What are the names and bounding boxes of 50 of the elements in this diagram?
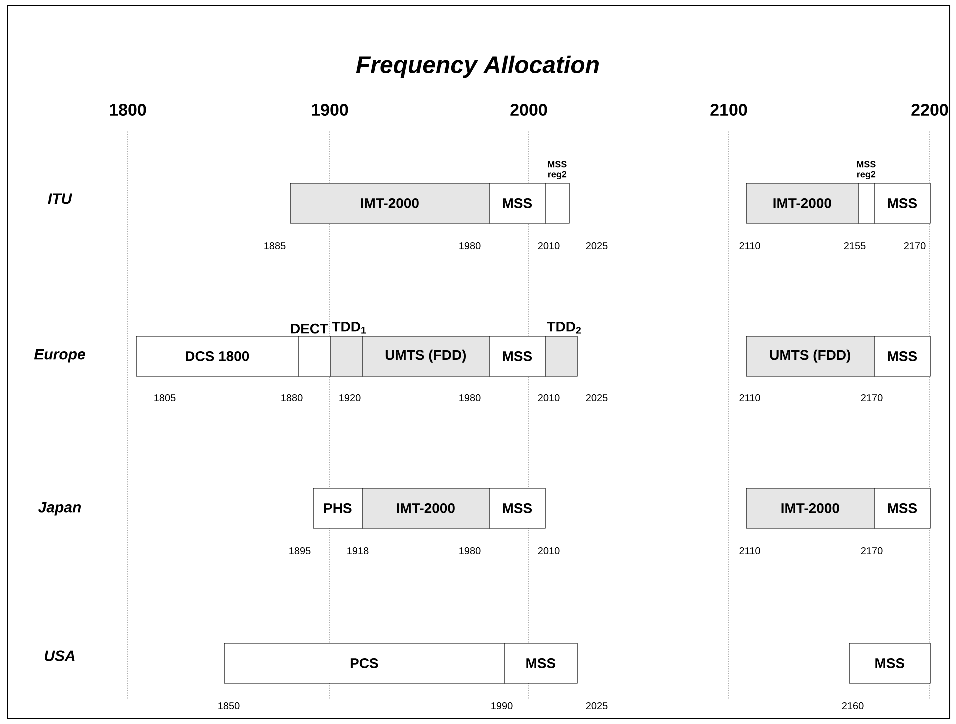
frequency-band-box: PHS	[313, 488, 363, 529]
row-label: Europe	[34, 349, 86, 363]
frequency-value: 2025	[586, 394, 608, 402]
frequency-value: 1920	[340, 394, 361, 402]
node-label: TDD$_{2}$	[547, 322, 582, 334]
row-label: Japan	[38, 502, 82, 516]
frequency-band-box: IMT-2000	[746, 183, 859, 224]
frequency-value: 1980	[460, 242, 481, 250]
frequency-value: 1880	[282, 394, 303, 402]
axis-tick-label: 2100	[710, 104, 748, 116]
frequency-band-box: IMT-2000	[290, 183, 490, 224]
frequency-value: 1918	[348, 547, 369, 555]
frequency-value: 2170	[861, 394, 883, 402]
frequency-value: 2010	[538, 242, 560, 250]
frequency-band-box: MSS reg2	[545, 161, 570, 224]
frequency-band-box: IMT-2000	[362, 488, 490, 529]
axis-tick-label: 1900	[312, 104, 348, 116]
frequency-value: 2170	[861, 547, 883, 555]
node-label: MSS reg2	[857, 161, 876, 180]
frequency-value: 2170	[904, 242, 926, 250]
frequency-value: 2110	[740, 394, 760, 402]
node-label: DECT	[291, 324, 328, 334]
node-label: TDD$_{1}$	[332, 322, 366, 334]
frequency-value: 2110	[740, 242, 760, 250]
frequency-band-box: MSS reg2	[857, 161, 876, 224]
frequency-value: 2155	[844, 242, 866, 250]
frequency-band-box: MSS	[504, 643, 578, 684]
frequency-band-box: MSS	[849, 643, 931, 684]
frequency-band-box: MSS	[874, 488, 931, 529]
row-label: USA	[45, 650, 75, 662]
title: Frequency Allocation	[356, 56, 599, 78]
frequency-value: 1980	[460, 394, 481, 402]
frequency-value: 1990	[492, 702, 513, 710]
axis-tick-label: 1800	[110, 104, 146, 116]
frequency-band-box: MSS	[489, 488, 546, 529]
axis-tick-label: 2000	[510, 104, 548, 116]
frequency-value: 1885	[264, 242, 286, 250]
frequency-band-box: TDD$_{2}$	[545, 322, 582, 377]
frequency-band-box: MSS	[874, 336, 931, 377]
frequency-band-box: IMT-2000	[746, 488, 875, 529]
frequency-value: 2025	[586, 242, 608, 250]
frequency-band-box: MSS	[489, 336, 546, 377]
axis-tick-label: 2200	[912, 104, 948, 116]
frequency-value: 2110	[740, 547, 760, 555]
frequency-value: 2010	[538, 394, 560, 402]
frequency-value: 1805	[154, 394, 176, 402]
row-label: ITU	[48, 194, 72, 204]
node-label: MSS reg2	[548, 161, 567, 180]
frequency-value: 1980	[460, 547, 481, 555]
frequency-band-box: UMTS (FDD)	[746, 336, 875, 377]
